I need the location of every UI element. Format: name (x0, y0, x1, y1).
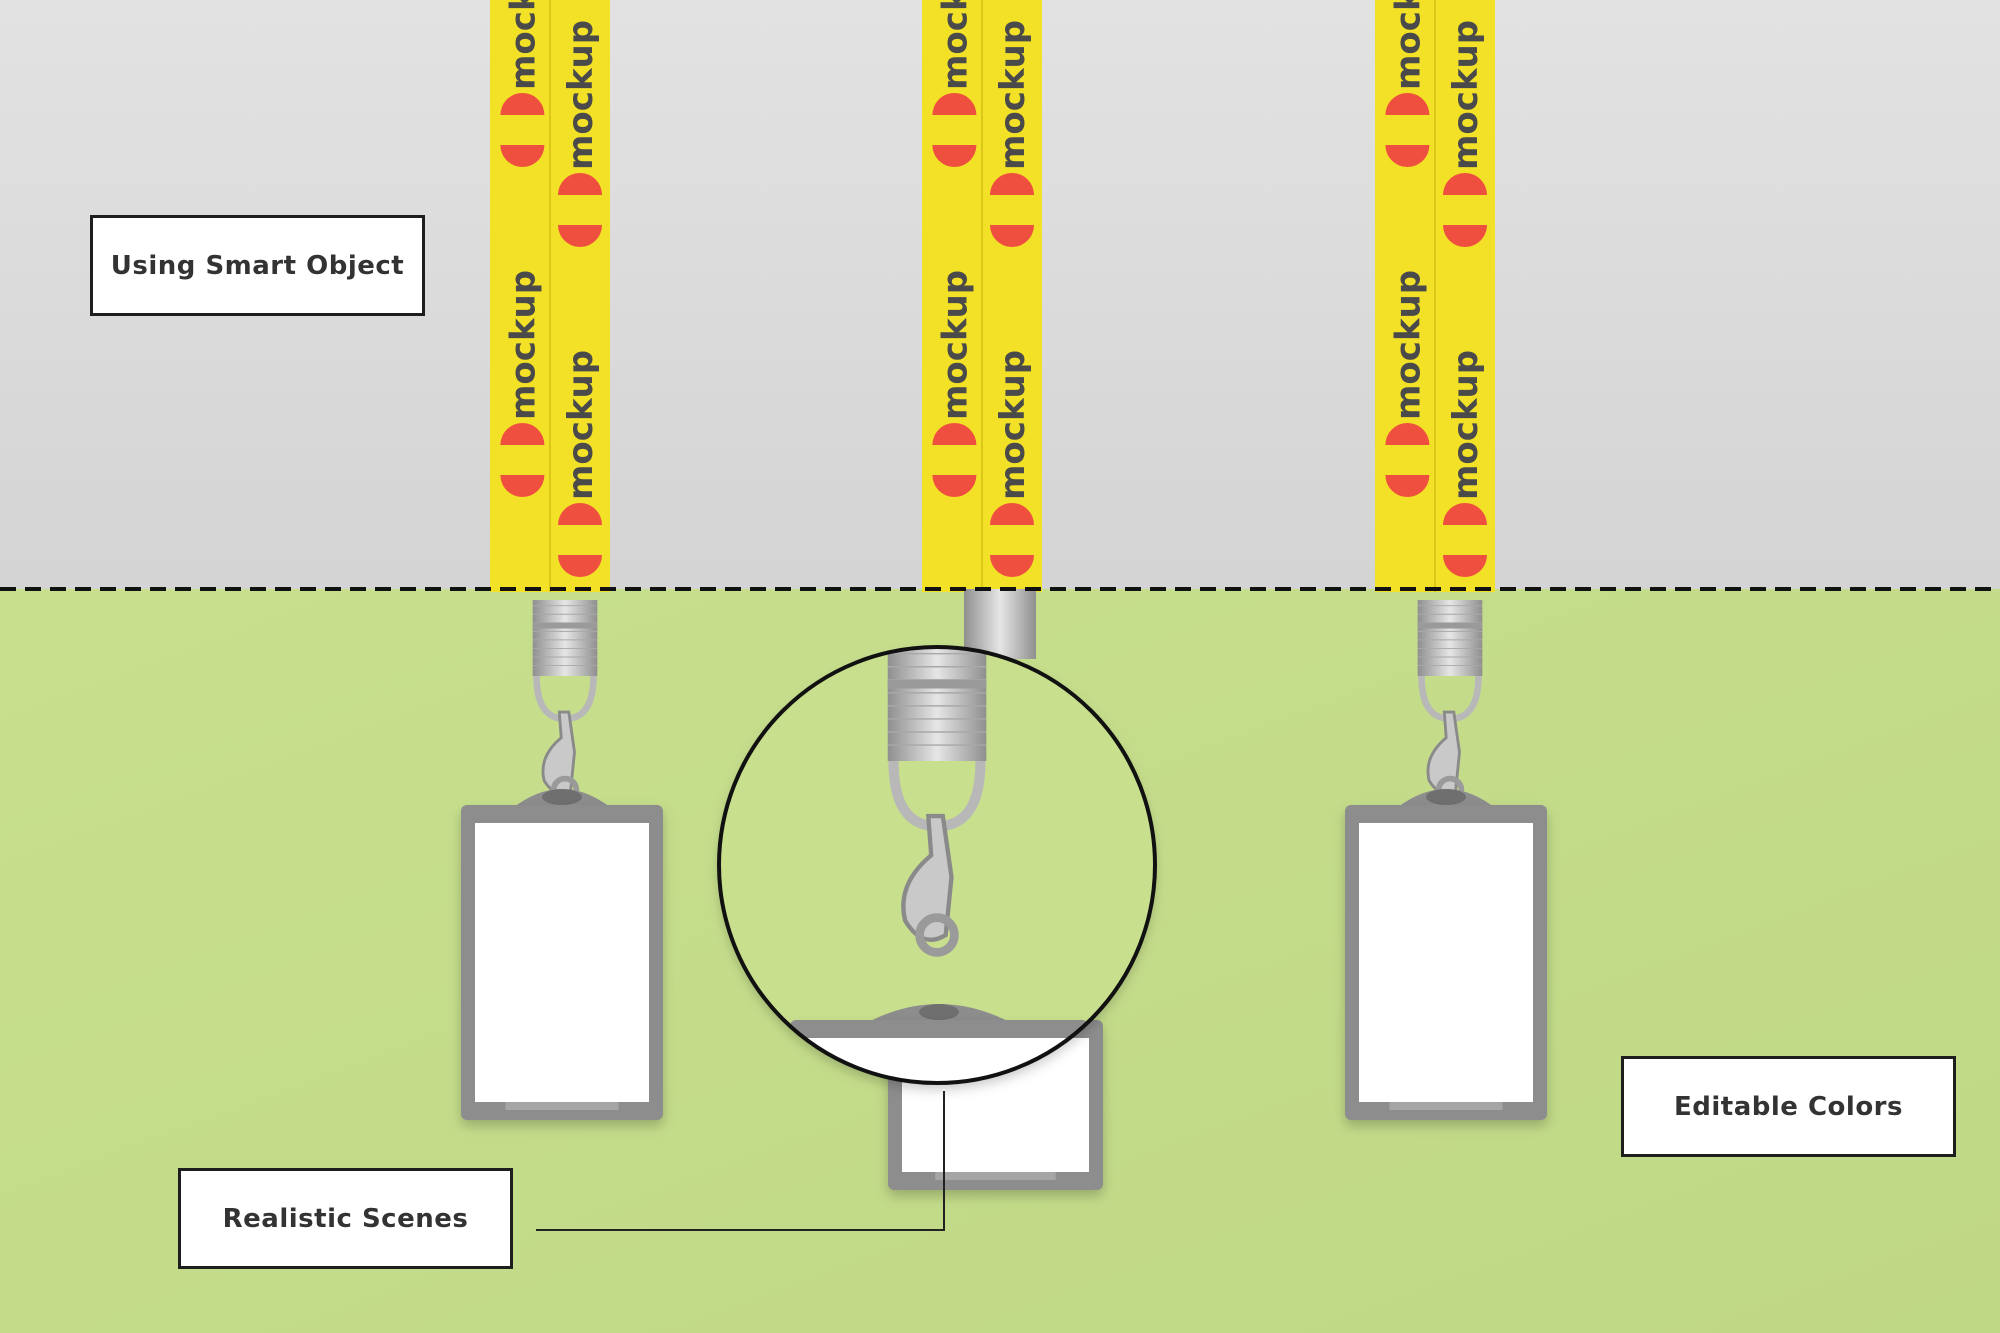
lanyards: mockup mockup mockup mockup mockup mockup mock… (461, 0, 1547, 1120)
lanyard-print-text: mockup (993, 350, 1033, 500)
magnifier-zoom (717, 645, 1157, 1085)
lanyard-logo-icon (990, 503, 1034, 525)
connector-line (536, 1091, 945, 1231)
lanyard-logo-icon (500, 422, 545, 445)
label-using-smart-object: Using Smart Object (90, 215, 425, 316)
lanyard-print-text: mockup (561, 20, 601, 170)
lanyard-logo-icon (1385, 93, 1430, 115)
lanyard-logo-icon (990, 555, 1034, 577)
lanyard-print-text: mockup (503, 0, 543, 90)
badge-holder-left (461, 789, 663, 1120)
badge-holder-right (1345, 789, 1547, 1120)
lanyard-logo-icon (1443, 503, 1487, 525)
lanyard-logo-icon (932, 145, 977, 168)
lanyard-hardware-left (532, 600, 598, 805)
lanyard-ribbon-middle (964, 589, 1036, 659)
lanyard-print-text: mockup (503, 270, 543, 420)
lanyard-logo-icon (500, 92, 545, 115)
lanyard-logo-icon (1385, 145, 1430, 168)
lanyard-print-text: mockup (1388, 0, 1428, 90)
card-insert (475, 823, 649, 1102)
lanyard-logo-icon (1443, 225, 1487, 247)
label-editable-colors: Editable Colors (1621, 1056, 1956, 1157)
lobster-clasp-icon (901, 813, 954, 942)
lanyard-logo-icon (932, 475, 977, 498)
lanyard-print-text: mockup (561, 350, 601, 500)
lanyard-print-text: mockup (993, 20, 1033, 170)
lanyard-logo-icon (932, 423, 977, 445)
lanyard-logo-icon (558, 503, 602, 525)
lanyard-logo-icon (558, 225, 602, 247)
lanyard-print-text: mockup (935, 0, 975, 90)
card-insert (1359, 823, 1533, 1102)
lanyard-hardware-right (1417, 600, 1483, 805)
lanyard-logo-icon (990, 173, 1034, 195)
lanyard-logo-icon (1443, 173, 1487, 195)
lanyard-print-text: mockup (1446, 20, 1486, 170)
lanyard-logo-icon (558, 555, 602, 577)
lanyard-logo-icon (1385, 423, 1430, 445)
lanyard-logo-icon (932, 93, 977, 115)
label-realistic-scenes: Realistic Scenes (178, 1168, 513, 1269)
zoom-hardware (887, 647, 987, 957)
lanyard-print-text: mockup (935, 270, 975, 420)
lanyard-print-text: mockup (1446, 350, 1486, 500)
lanyard-logo-icon (1385, 475, 1430, 498)
lanyard-logo-icon (990, 225, 1034, 247)
lanyard-logo-icon (500, 145, 545, 168)
lanyard-logo-icon (1443, 555, 1487, 577)
lanyard-logo-icon (500, 475, 545, 498)
lanyard-print-text: mockup (1388, 270, 1428, 420)
lanyard-logo-icon (558, 173, 602, 195)
